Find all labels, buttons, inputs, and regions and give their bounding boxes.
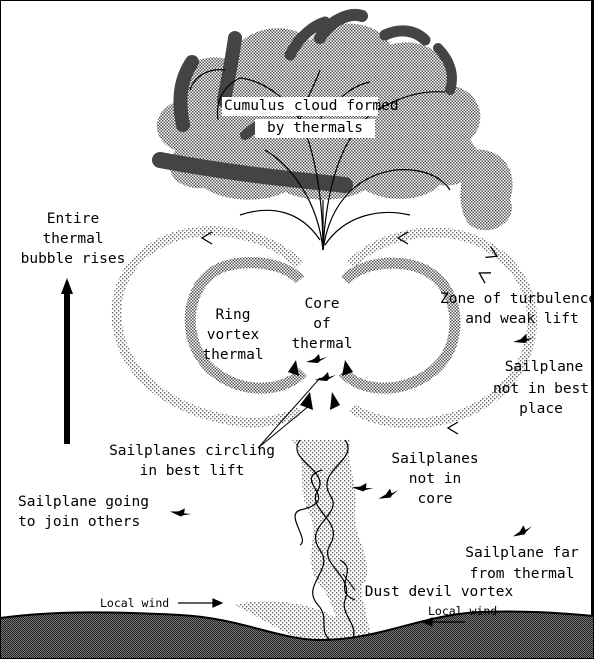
bubble-label-line2: thermal [18, 230, 128, 249]
ring-label-line1: Ring [198, 306, 268, 325]
notcore-label-line2: not in [385, 470, 485, 489]
bubble-label-line3: bubble rises [18, 250, 128, 269]
wind-left-label: Local wind [100, 596, 169, 610]
notbest-label-line3: place [496, 400, 586, 419]
circling-label-line2: in best lift [106, 462, 278, 481]
bubble-label-line1: Entire [18, 210, 128, 229]
wind-right-label: Local wind [428, 604, 497, 618]
notcore-label-line1: Sailplanes [385, 450, 485, 469]
core-label-line3: thermal [287, 335, 357, 354]
notbest-label-line2: not in best [490, 380, 592, 399]
circling-label-line1: Sailplanes circling [106, 442, 278, 461]
far-label-line2: from thermal [462, 565, 582, 584]
dust-devil-label: Dust devil vortex [362, 583, 516, 602]
far-label-line1: Sailplane far [462, 544, 582, 563]
cloud-label-line2: by thermals [255, 119, 375, 138]
core-label-line1: Core [287, 295, 357, 314]
ring-label-line3: thermal [198, 346, 268, 365]
joining-label-line2: to join others [18, 513, 140, 532]
zone-label-line1: Zone of turbulence [440, 290, 592, 309]
core-label-line2: of [287, 315, 357, 334]
zone-label-line2: and weak lift [452, 310, 592, 329]
joining-label-line1: Sailplane going [18, 493, 149, 512]
notbest-label-line1: Sailplane [496, 358, 592, 377]
ring-label-line2: vortex [198, 326, 268, 345]
cloud-label-line1: Cumulus cloud formed [222, 97, 378, 116]
notcore-label-line3: core [385, 490, 485, 509]
